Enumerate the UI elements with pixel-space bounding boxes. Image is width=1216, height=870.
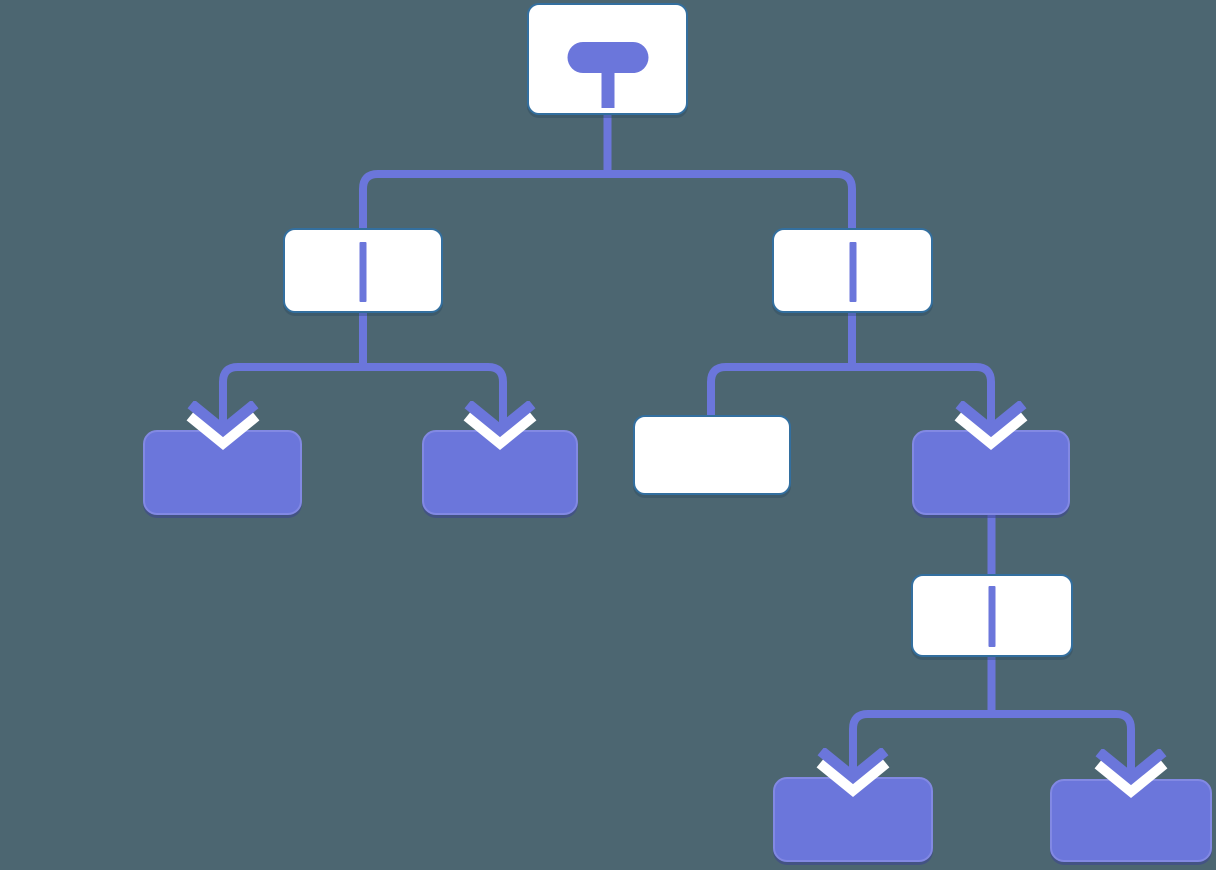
pill-with-stem-icon [567,42,648,73]
edge-left-branch [219,363,507,427]
vertical-divider-icon [849,242,856,302]
edge-right-branch [707,363,995,427]
chevron-double-down-icon [1094,749,1168,799]
chevron-double-down-icon [186,401,260,451]
edge-lower-branch [849,710,1135,775]
chevron-double-down-icon [816,748,890,798]
node-branch-left[interactable] [283,228,443,313]
node-branch-right[interactable] [772,228,933,313]
chevron-double-down-icon [463,401,537,451]
pill-stem [601,69,614,108]
edge-level1-branch [359,170,856,230]
vertical-divider-icon [359,242,367,302]
node-leaf-d[interactable] [633,415,791,495]
vertical-divider-icon [988,586,996,647]
chevron-double-down-icon [954,401,1028,451]
node-branch-lower[interactable] [911,574,1073,657]
node-root[interactable] [527,3,688,115]
